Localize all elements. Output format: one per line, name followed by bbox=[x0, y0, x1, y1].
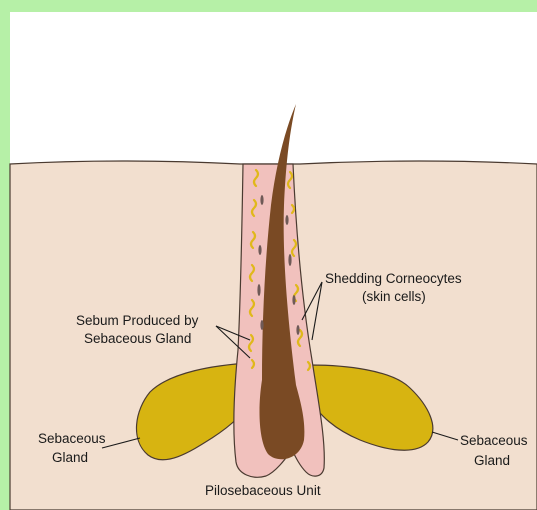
label-shedding-line2: (skin cells) bbox=[362, 289, 426, 304]
label-sebum-line2: Sebaceous Gland bbox=[84, 331, 191, 346]
label-gland-left-line1: Sebaceous bbox=[38, 431, 106, 446]
label-gland-right-line2: Gland bbox=[474, 453, 510, 468]
label-pilosebaceous-unit: Pilosebaceous Unit bbox=[205, 483, 321, 498]
label-shedding-line1: Shedding Corneocytes bbox=[325, 271, 462, 286]
label-gland-right-line1: Sebaceous bbox=[460, 433, 528, 448]
label-sebum-line1: Sebum Produced by bbox=[76, 313, 199, 328]
label-gland-left-line2: Gland bbox=[52, 450, 88, 465]
